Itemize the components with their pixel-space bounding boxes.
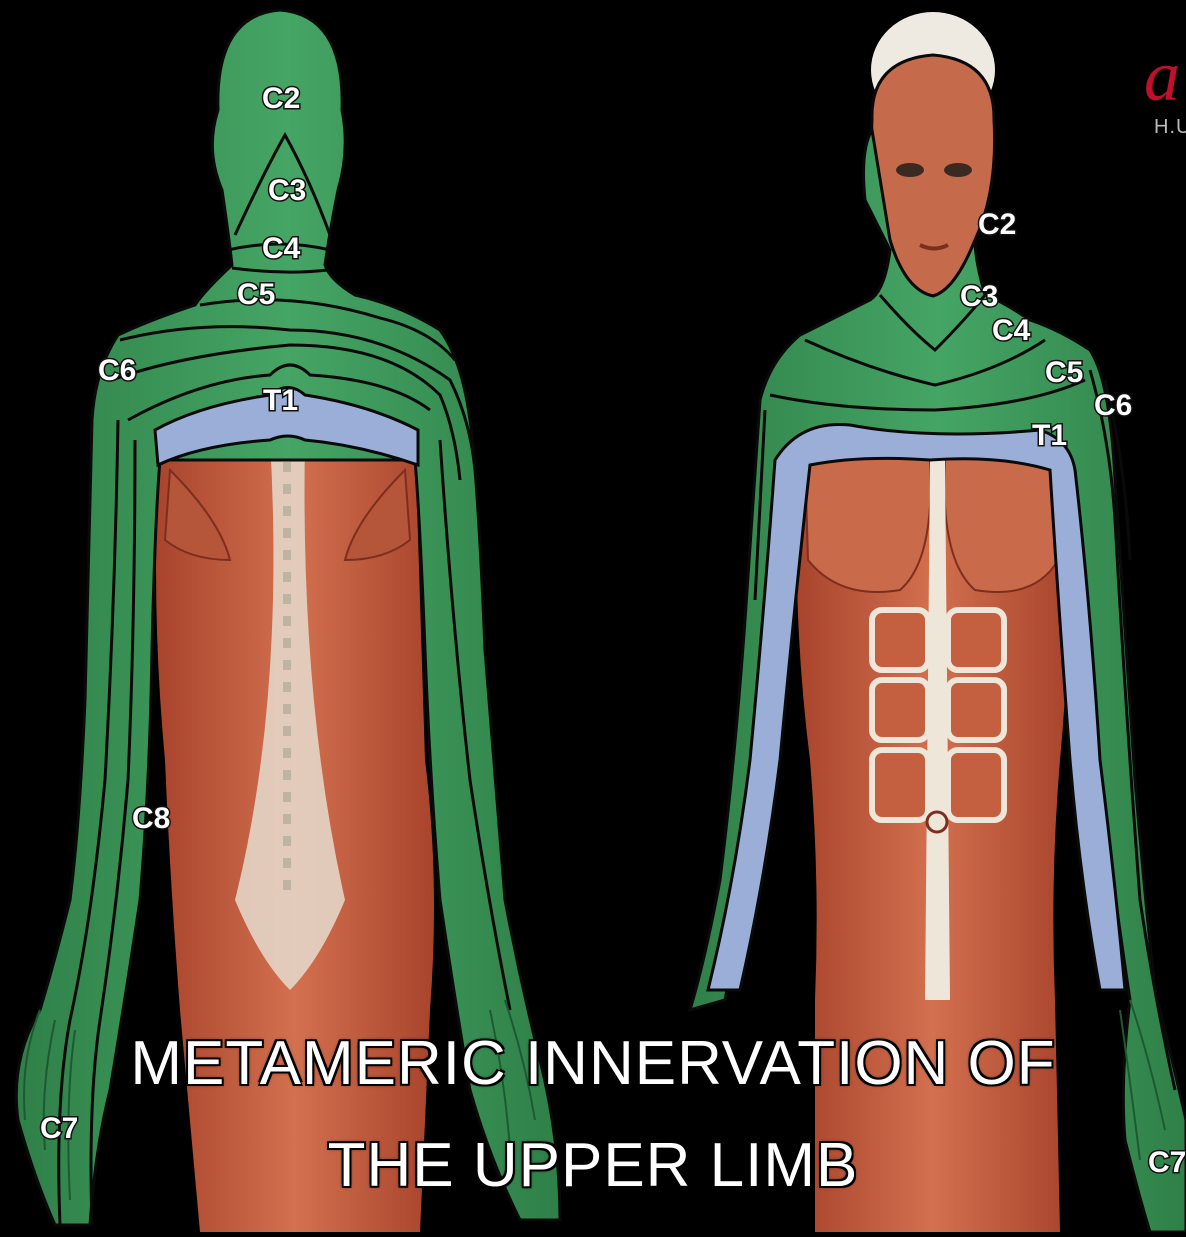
logo-mark: a (1144, 40, 1180, 112)
back-label-t1: T1 (263, 384, 298, 417)
front-left-eye (896, 163, 924, 177)
front-label-c4: C4 (992, 314, 1031, 347)
back-label-c3: C3 (268, 174, 306, 207)
back-label-c8: C8 (132, 802, 170, 835)
title-line-1: METAMERIC INNERVATION OF (0, 1028, 1186, 1099)
back-label-c4: C4 (262, 232, 301, 265)
front-label-t1: T1 (1032, 419, 1067, 452)
front-label-c3: C3 (960, 280, 998, 313)
back-label-c5: C5 (237, 278, 275, 311)
front-label-c5: C5 (1045, 356, 1083, 389)
title-line-2: THE UPPER LIMB (0, 1130, 1186, 1201)
back-label-c6: C6 (98, 354, 136, 387)
front-right-pec (944, 455, 1060, 592)
front-navel (927, 812, 947, 832)
back-label-c2: C2 (262, 82, 300, 115)
front-label-c6: C6 (1094, 389, 1132, 422)
front-left-pec (805, 455, 931, 592)
front-label-c2: C2 (978, 208, 1016, 241)
front-right-eye (944, 163, 972, 177)
brand-logo: a H.U.V (1140, 40, 1186, 150)
logo-text: H.U.V (1154, 116, 1186, 139)
